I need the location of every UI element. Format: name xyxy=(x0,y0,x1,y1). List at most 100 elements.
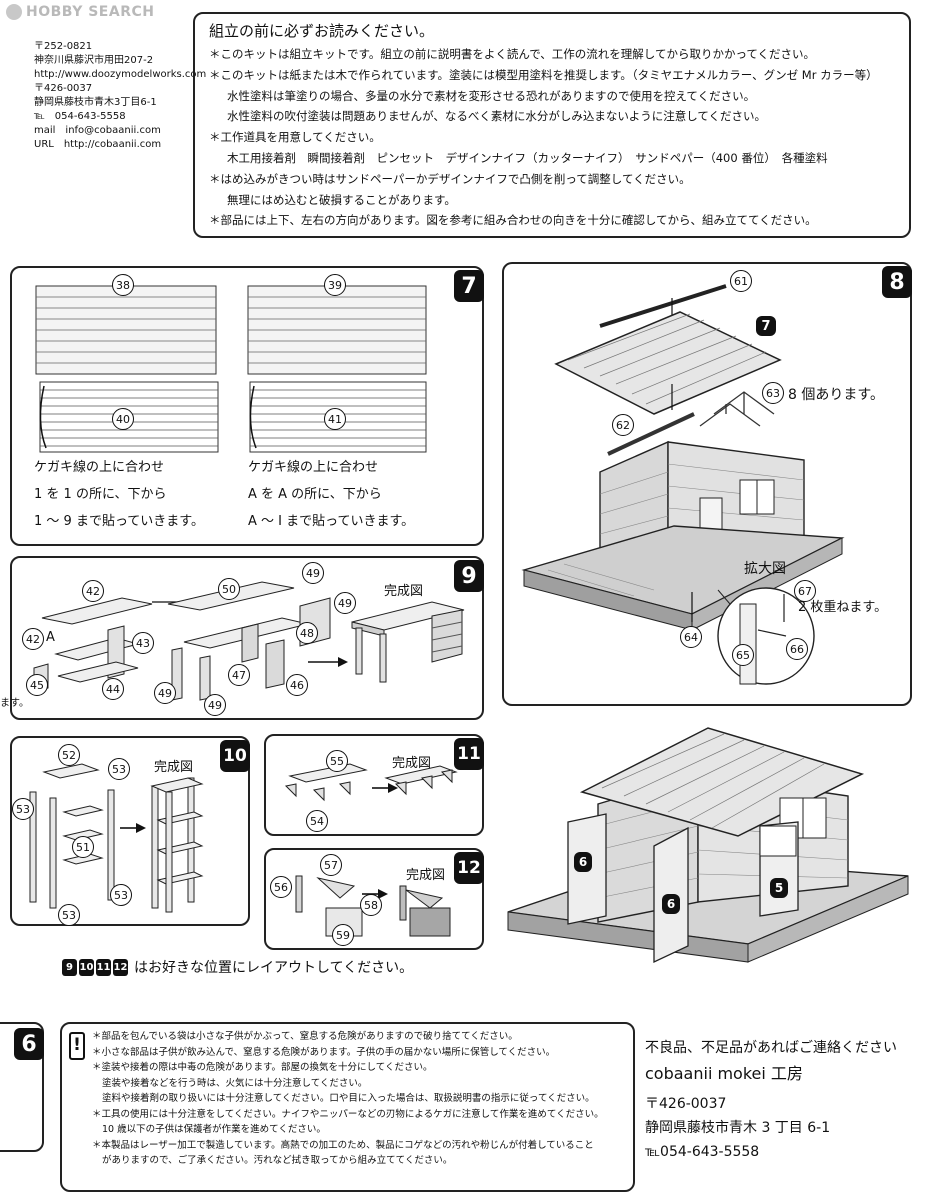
finished-house-illustration xyxy=(507,727,909,964)
part-number-49d: 49 xyxy=(204,694,226,716)
part-number-52: 52 xyxy=(58,744,80,766)
step-7-right-instructions: ケガキ線の上に合わせ A を A の所に、下から A ～ I まで貼っていきます… xyxy=(248,454,414,535)
step-number: 10 xyxy=(220,740,250,772)
contact-headline: 不良品、不足品があればご連絡ください xyxy=(645,1040,897,1056)
address-line: URL http://cobaanii.com xyxy=(34,139,162,150)
part-number-66: 66 xyxy=(786,638,808,660)
step-number: 7 xyxy=(454,270,484,302)
part-number-50: 50 xyxy=(218,578,240,600)
warning-line: 10 歳以下の子供は保護者が作業を進めてください。 xyxy=(102,1124,326,1135)
warning-line: 塗料や接着剤の取り扱いには十分注意してください。口や目に入った場合は、取扱説明書… xyxy=(102,1093,595,1104)
part-number-62: 62 xyxy=(612,414,634,436)
part-number-64: 64 xyxy=(680,626,702,648)
part-number-49a: 49 xyxy=(302,562,324,584)
hanging-sign-illustration xyxy=(295,875,451,937)
address-line: http://www.doozymodelworks.com xyxy=(34,69,207,80)
part-number-39: 39 xyxy=(324,274,346,296)
finished-label: 完成図 xyxy=(154,760,194,775)
notice-line: 水性塗料の吹付塗装は問題ありませんが、なるべく素材に水分がしみ込まないように注意… xyxy=(227,109,766,124)
address-line: 〒252-0821 xyxy=(34,41,93,52)
door-part-badge-left: 6 xyxy=(574,852,592,872)
address-line: 〒426-0037 xyxy=(34,83,93,94)
part-number-51: 51 xyxy=(72,836,94,858)
step-ref-badge: 12 xyxy=(113,958,128,976)
part-number-40: 40 xyxy=(112,408,134,430)
warning-line: ＊工具の使用には十分注意をしてください。ナイフやニッパーなどの刃物によるケガに注… xyxy=(92,1108,604,1120)
contact-address: 静岡県藤枝市青木 3 丁目 6-1 xyxy=(645,1120,831,1136)
part-number-56: 56 xyxy=(270,876,292,898)
step-10-panel: 10 52 53 53 51 53 53 完成図 xyxy=(10,736,250,926)
part-number-57: 57 xyxy=(320,854,342,876)
notice-line: 無理にはめ込むと破損することがあります。 xyxy=(227,192,456,207)
part-number-47: 47 xyxy=(228,664,250,686)
door-part-badge-back: 6 xyxy=(662,894,680,914)
warning-line: ＊本製品はレーザー加工で製造しています。高熱での加工のため、製品にコゲなどの汚れ… xyxy=(92,1139,594,1151)
part-number-58: 58 xyxy=(360,894,382,916)
instruction-line: ケガキ線の上に合わせ xyxy=(248,460,379,475)
notice-line: ＊はめ込みがきつい時はサンドペーパーかデザインナイフで凸側を削って調整してくださ… xyxy=(209,171,691,186)
part-number-53c: 53 xyxy=(110,884,132,906)
instruction-line: ケガキ線の上に合わせ xyxy=(34,460,165,475)
part-number-49b: 49 xyxy=(334,592,356,614)
part-number-42: 42 xyxy=(82,580,104,602)
house-exploded-view-illustration xyxy=(521,284,845,685)
step-ref-badge: 9 xyxy=(62,958,77,976)
address-line: 静岡県藤枝市青木3丁目6-1 xyxy=(34,97,157,108)
part-number-38: 38 xyxy=(112,274,134,296)
part-number-59: 59 xyxy=(332,924,354,946)
notice-title: 組立の前に必ずお読みください。 xyxy=(209,22,435,40)
step-number: 9 xyxy=(454,560,484,592)
address-line: 神奈川県藤沢市用田207-2 xyxy=(34,55,154,66)
part-number-63: 63 xyxy=(762,382,784,404)
notice-line: 水性塗料は筆塗りの場合、多量の水分で素材を変形させる恐れがありますので使用を控え… xyxy=(227,88,756,103)
watermark-logo-icon xyxy=(6,4,22,20)
warning-line: ＊小さな部品は子供が飲み込んで、窒息する危険があります。子供の手の届かない場所に… xyxy=(92,1046,556,1058)
step-8-panel: 8 xyxy=(502,262,912,706)
step-7-left-instructions: ケガキ線の上に合わせ 1 を 1 の所に、下から 1 ～ 9 まで貼っていきます… xyxy=(34,454,204,535)
maker-address: 〒252-0821 神奈川県藤沢市用田207-2 http://www.dooz… xyxy=(34,40,206,152)
step-7-panel: 7 38 40 xyxy=(10,266,484,546)
company-name: cobaanii mokei 工房 xyxy=(645,1064,803,1083)
label-A: A xyxy=(46,630,55,645)
contact-zip: 〒426-0037 xyxy=(645,1096,727,1112)
contact-tel: ℡054-643-5558 xyxy=(645,1144,760,1160)
exclamation-icon: ! xyxy=(69,1032,85,1060)
part-number-45: 45 xyxy=(26,674,48,696)
warning-line: ＊部品を包んでいる袋は小さな子供がかぶって、窒息する危険がありますので破り捨てて… xyxy=(92,1031,518,1042)
cut-off-text: ます。 xyxy=(0,698,29,709)
part-number-67: 67 xyxy=(794,580,816,602)
step-12-panel: 12 57 56 58 59 完成図 xyxy=(264,848,484,950)
part-number-61: 61 xyxy=(730,270,752,292)
brick-wall-38-illustration xyxy=(35,285,217,375)
instruction-line: 1 を 1 の所に、下から xyxy=(34,487,167,502)
part-number-65: 65 xyxy=(732,644,754,666)
layout-note: 9 10 11 12 はお好きな位置にレイアウトしてください。 xyxy=(62,957,413,977)
step-11-panel: 11 55 54 完成図 xyxy=(264,734,484,836)
finished-label: 完成図 xyxy=(392,756,432,771)
step-ref-badge: 11 xyxy=(96,958,111,976)
notice-line: ＊このキットは紙または木で作られています。塗装には模型用塗料を推奨します。（タミ… xyxy=(209,67,878,82)
part-number-55: 55 xyxy=(326,750,348,772)
ref-step-7-badge: 7 xyxy=(756,316,776,336)
notice-line: ＊部品には上下、左右の方向があります。図を参考に組み合わせの向きを十分に確認して… xyxy=(209,213,817,228)
address-line: ℡ 054-643-5558 xyxy=(34,111,126,122)
finished-label: 完成図 xyxy=(406,868,446,883)
finished-label: 完成図 xyxy=(384,584,424,599)
part-number-49c: 49 xyxy=(154,682,176,704)
step-number: 11 xyxy=(454,738,484,770)
wall-shelf-illustration xyxy=(284,763,458,802)
part-number-43: 43 xyxy=(132,632,154,654)
part-63-note: 8 個あります。 xyxy=(788,387,884,403)
part-number-53d: 53 xyxy=(58,904,80,926)
step-6-fragment-panel: 6 xyxy=(0,1022,44,1152)
warning-line: がありますので、ご了承ください。汚れなど拭き取ってから組み立ててください。 xyxy=(102,1155,453,1166)
part-number-46: 46 xyxy=(286,674,308,696)
instruction-line: A ～ I まで貼っていきます。 xyxy=(248,514,415,529)
warning-line: 塗装や接着などを行う時は、火気には十分注意してください。 xyxy=(102,1077,368,1089)
part-number-42b: 42 xyxy=(22,628,44,650)
shelf-assembly-illustration xyxy=(29,763,204,913)
part-number-41: 41 xyxy=(324,408,346,430)
part-number-54: 54 xyxy=(306,810,328,832)
step-number: 8 xyxy=(882,266,912,298)
layout-note-text: はお好きな位置にレイアウトしてください。 xyxy=(134,960,414,976)
